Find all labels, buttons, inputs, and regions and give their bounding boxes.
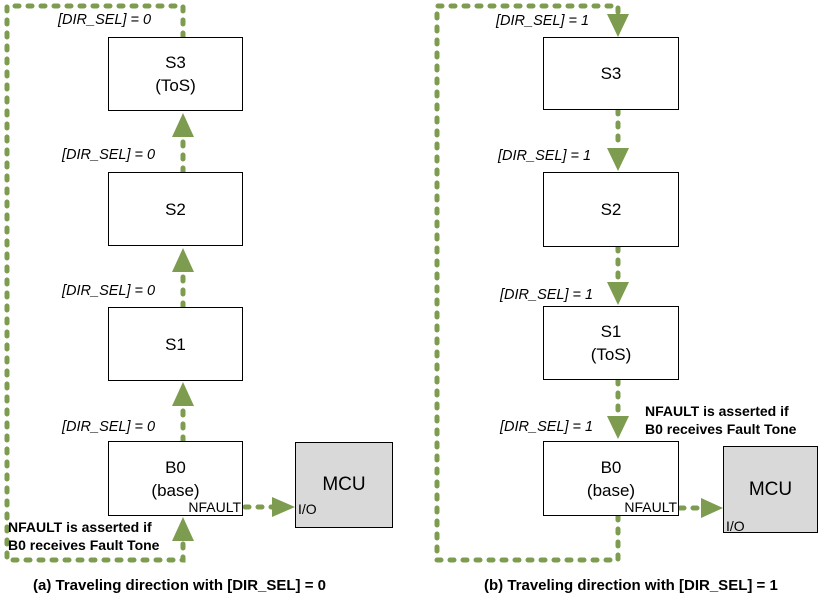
nfault-note-b-line1: NFAULT is asserted if: [645, 403, 789, 419]
nfault-note-b: NFAULT is asserted if B0 receives Fault …: [645, 402, 796, 438]
node-b0-a-sublabel: (base): [151, 480, 200, 500]
node-b0-b: B0 (base) NFAULT: [543, 441, 679, 516]
dirsel-label-b-above-b0: [DIR_SEL] = 1: [500, 419, 594, 435]
node-s3-a-sublabel: (ToS): [155, 76, 196, 95]
nfault-pin-label-a: NFAULT: [188, 499, 241, 515]
loop-path-b: [434, 3, 621, 563]
node-s2-b-label: S2: [600, 200, 622, 219]
nfault-note-a: NFAULT is asserted if B0 receives Fault …: [8, 518, 159, 554]
mcu-io-pin-a: I/O: [298, 501, 317, 517]
nfault-note-a-line1: NFAULT is asserted if: [8, 519, 152, 535]
nfault-arrowhead-a: [272, 497, 295, 517]
nfault-pin-label-b: NFAULT: [624, 499, 677, 515]
node-s3-b: S3: [543, 37, 679, 110]
node-s3-b-label: S3: [600, 64, 622, 83]
node-s1-b-label: S1: [600, 322, 622, 341]
node-s1-a-label: S1: [165, 334, 186, 354]
dirsel-label-b-above-s1: [DIR_SEL] = 1: [500, 287, 594, 303]
node-b0-b-sublabel: (base): [586, 480, 636, 500]
arrowhead-s2-to-s3-a: [172, 113, 194, 137]
arrowhead-s1-to-s2-a: [172, 248, 194, 272]
mcu-io-pin-b: I/O: [726, 518, 745, 534]
caption-b: (b) Traveling direction with [DIR_SEL] =…: [484, 577, 778, 594]
node-b0-b-label: B0: [600, 457, 622, 477]
dirsel-label-b-above-s2: [DIR_SEL] = 1: [498, 148, 592, 164]
node-s3-a: S3 (ToS): [108, 37, 243, 111]
node-b0-a-label: B0: [165, 457, 186, 477]
caption-a: (a) Traveling direction with [DIR_SEL] =…: [33, 577, 326, 594]
dirsel-label-a-top: [DIR_SEL] = 0: [58, 12, 152, 28]
arrowhead-b0-to-s1-a: [172, 382, 194, 406]
arrowhead-s3-to-s2-b: [607, 148, 629, 171]
mcu-label-a: MCU: [322, 474, 366, 495]
loop-path-a: [4, 3, 186, 563]
mcu-box-b: MCU I/O: [723, 446, 818, 534]
node-s1-b: S1 (ToS): [543, 306, 679, 380]
dirsel-label-a-above-s2: [DIR_SEL] = 0: [62, 147, 156, 163]
node-s3-a-label: S3: [165, 53, 186, 72]
loop-up-arrowhead-a: [172, 517, 194, 541]
nfault-note-a-line2: B0 receives Fault Tone: [8, 537, 160, 553]
loop-down-arrowhead-b: [607, 14, 629, 37]
mcu-box-a: MCU I/O: [295, 442, 393, 528]
node-s1-b-sublabel: (ToS): [590, 345, 632, 364]
dirsel-label-a-above-s1: [DIR_SEL] = 0: [62, 283, 156, 299]
dirsel-label-a-above-b0: [DIR_SEL] = 0: [62, 419, 156, 435]
nfault-note-b-line2: B0 receives Fault Tone: [645, 421, 797, 437]
node-s2-a: S2: [108, 172, 243, 246]
arrowhead-s1-to-b0-b: [607, 416, 629, 439]
mcu-label-b: MCU: [748, 478, 793, 500]
node-s1-a: S1: [108, 307, 243, 381]
node-s2-a-label: S2: [165, 199, 186, 219]
node-b0-a: B0 (base) NFAULT: [108, 441, 243, 516]
dirsel-label-b-top: [DIR_SEL] = 1: [496, 13, 590, 29]
node-s2-b: S2: [543, 172, 679, 247]
nfault-arrowhead-b: [701, 498, 723, 518]
arrowhead-s2-to-s1-b: [607, 282, 629, 305]
